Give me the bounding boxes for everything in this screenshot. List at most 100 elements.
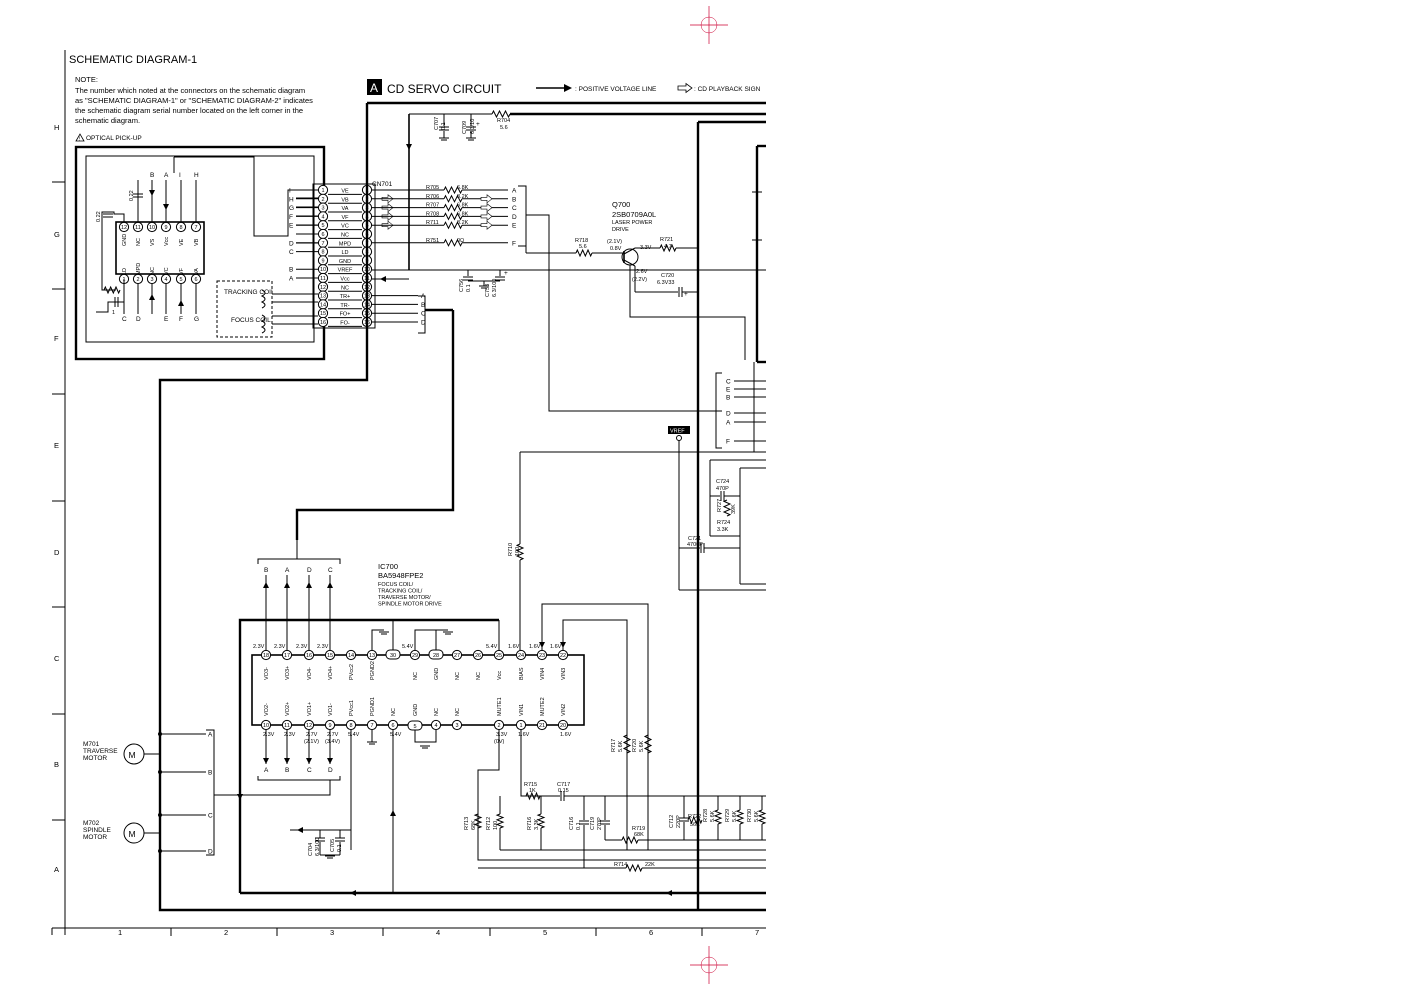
- pin-number: 14: [320, 302, 326, 308]
- ic-pin-top: [515, 649, 527, 661]
- pin-number: 6: [194, 277, 197, 283]
- pickup-pin-name: VF: [179, 267, 185, 275]
- pin-number: 3: [321, 206, 324, 212]
- pin-number: 3: [455, 723, 458, 729]
- pickup-pin-bottom: [132, 273, 144, 285]
- part-ref: R724: [717, 520, 730, 526]
- part-ref: R713: [464, 817, 470, 830]
- part-value: 270P: [597, 817, 603, 830]
- pickup-bottom-label: E: [164, 316, 169, 323]
- playback-arrow-icon: [480, 194, 493, 204]
- pickup-pin-bottom: [190, 273, 202, 285]
- connector-pin-name: VA: [342, 206, 349, 212]
- ic-pin-voltage: 5.4V: [390, 732, 402, 738]
- arrow-icon: [163, 204, 169, 210]
- resistor-icon: [443, 221, 463, 230]
- resistor-icon: [722, 499, 732, 517]
- pin-number: 12: [320, 285, 326, 291]
- ic-pin-voltage: 2.7V: [306, 732, 318, 738]
- ic-pin-name: NC: [455, 672, 461, 680]
- ic-bottom-letter: B: [285, 767, 289, 774]
- pin-number: 7: [370, 723, 373, 729]
- pin-number: 27: [454, 653, 460, 659]
- coil-bus: [295, 310, 455, 540]
- pickup-pin-name: VE: [179, 238, 185, 246]
- pickup-pin-name: GND: [122, 234, 128, 246]
- ic-top-letter: B: [264, 567, 268, 574]
- connector-pin-name: VE: [341, 189, 349, 195]
- wire: [414, 629, 437, 650]
- grid-row-label: B: [54, 760, 59, 769]
- connector-left-letter: B: [289, 267, 293, 274]
- pin-number: 14: [348, 653, 354, 659]
- section-badge-letter: A: [370, 81, 378, 95]
- page-title: SCHEMATIC DIAGRAM-1: [69, 54, 197, 66]
- playback-arrow-icon: [480, 202, 493, 213]
- ic-pin-name: GND: [413, 704, 419, 716]
- part-ref: R710: [508, 543, 514, 556]
- pin-number: 17: [284, 653, 290, 659]
- part-ref: R720: [632, 739, 638, 752]
- part-ref: R715: [524, 782, 537, 788]
- arrow-icon: [350, 890, 356, 896]
- right-connector-letter: C: [726, 379, 731, 386]
- connector-left-letter: I: [289, 188, 291, 195]
- ic-desc-line: SPINDLE MOTOR DRIVE: [378, 602, 442, 608]
- right-connector-letter: F: [726, 439, 730, 446]
- wire: [629, 265, 746, 360]
- ic-pin-name: BIAS: [519, 667, 525, 680]
- part-ref: C753: [485, 284, 491, 297]
- connector-left-letter: G: [289, 205, 294, 212]
- ic-pin-voltage: 5.4V: [348, 732, 360, 738]
- legend-playback-label: : CD PLAYBACK SIGN: [694, 86, 761, 93]
- pickup-pin-top: [190, 221, 202, 233]
- connector-pin-name: VREF: [338, 268, 353, 274]
- note-heading: NOTE:: [75, 75, 98, 84]
- warning-icon: !: [75, 133, 85, 143]
- connector-pin-name: Vcc: [340, 277, 349, 283]
- ic-pin-name: NC: [455, 708, 461, 716]
- part-value: 4700P: [687, 542, 703, 548]
- wire: [101, 211, 125, 291]
- part-value: 0.15: [558, 788, 569, 794]
- wire: [414, 730, 437, 743]
- grid-col-label: 4: [436, 928, 440, 937]
- part-value: 39K: [731, 504, 737, 514]
- ic-pin-bottom: [451, 719, 463, 731]
- pickup-pin-name: VB: [194, 238, 200, 246]
- part-value: 5.6K: [754, 810, 760, 822]
- pin-number: 24: [518, 653, 524, 659]
- pin-number: 9: [164, 225, 167, 231]
- resistor-icon: [621, 835, 639, 845]
- coil-output-letter: A: [421, 293, 426, 300]
- ic-pin-bottom: [430, 719, 442, 731]
- pin-number: 5: [413, 724, 416, 730]
- polarity-mark: +: [684, 291, 688, 298]
- ic-pin-name: NC: [434, 708, 440, 716]
- arrow-icon: [263, 582, 269, 588]
- focus-coil-label: FOCUS COIL: [231, 317, 271, 324]
- motor-desc: MOTOR: [83, 755, 107, 762]
- pin-number: 23: [539, 653, 545, 659]
- resistor-ref: R751: [426, 238, 439, 244]
- wire: [173, 156, 318, 237]
- part-ref: R717: [611, 739, 617, 752]
- ic-pin-name: VO4-: [307, 667, 313, 680]
- ic-pin-name: VIN2: [561, 704, 567, 716]
- ic-part: BA5948FPE2: [378, 571, 423, 580]
- pickup-pin-name: VC: [164, 267, 170, 275]
- part-ref: C705: [330, 839, 336, 852]
- focus-coil-symbol: [260, 314, 266, 334]
- pin-number: 5: [179, 277, 182, 283]
- playback-arrow-icon: [480, 220, 493, 230]
- bracket: [206, 729, 215, 856]
- pickup-pin-top: [160, 221, 172, 233]
- part-value: 56K: [690, 822, 700, 828]
- pickup-pin-top: [146, 221, 158, 233]
- resistor-ref: R718: [575, 238, 588, 244]
- pin-number: 8: [321, 250, 324, 256]
- pin-number: 15: [320, 311, 326, 317]
- resistor-value: 6.8K: [457, 211, 469, 217]
- ic-bottom-letter: D: [328, 767, 333, 774]
